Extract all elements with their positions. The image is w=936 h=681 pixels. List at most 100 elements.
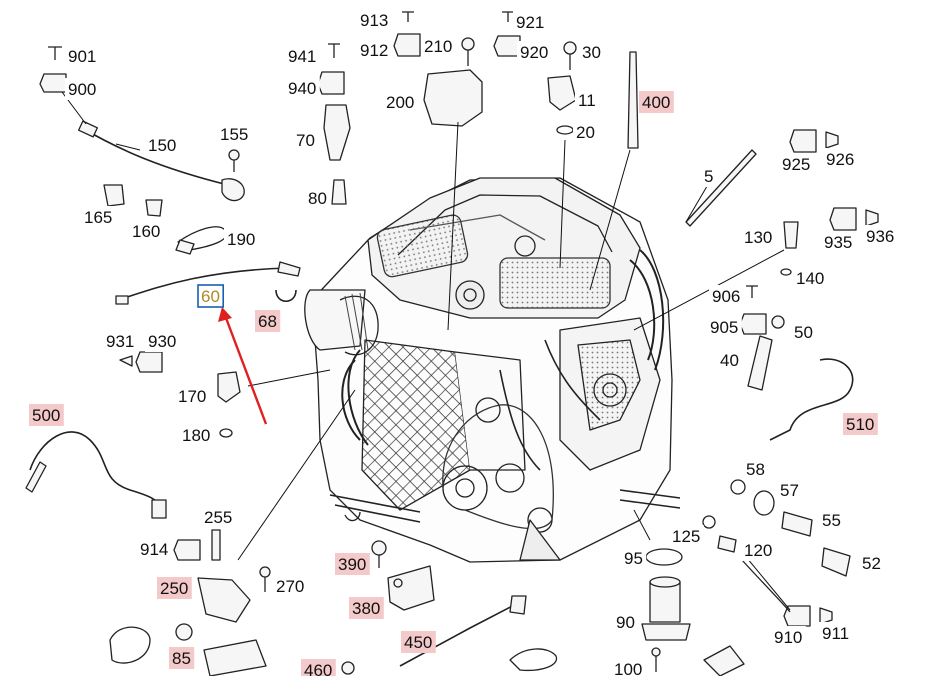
callout-box-160[interactable] (129, 220, 164, 242)
callout-box-914[interactable] (137, 538, 172, 560)
callout-label-911[interactable]: 911 (822, 624, 849, 643)
callout-label-52[interactable]: 52 (862, 554, 881, 573)
callout-label-40[interactable]: 40 (720, 351, 739, 370)
callout-box-925[interactable] (779, 153, 814, 175)
callout-label-70[interactable]: 70 (296, 131, 315, 150)
callout-box-52[interactable] (859, 552, 885, 574)
callout-label-210[interactable]: 210 (424, 37, 452, 56)
callout-label-930[interactable]: 930 (148, 332, 176, 351)
callout-label-926[interactable]: 926 (826, 150, 854, 169)
callout-box-500[interactable] (29, 404, 64, 426)
callout-label-170[interactable]: 170 (178, 387, 206, 406)
callout-label-95[interactable]: 95 (624, 549, 643, 568)
callout-box-20[interactable] (573, 121, 599, 143)
callout-label-68[interactable]: 68 (258, 312, 277, 331)
callout-box-150[interactable] (145, 134, 180, 156)
callout-box-926[interactable] (823, 148, 858, 170)
callout-label-20[interactable]: 20 (576, 123, 595, 142)
callout-box-935[interactable] (821, 231, 856, 253)
callout-box-11[interactable] (575, 89, 601, 111)
callout-box-60[interactable] (197, 284, 225, 308)
callout-box-510[interactable] (843, 413, 878, 435)
callout-label-255[interactable]: 255 (204, 508, 232, 527)
callout-box-270[interactable] (273, 575, 308, 597)
callout-label-125[interactable]: 125 (672, 527, 700, 546)
callout-box-901[interactable] (65, 45, 100, 67)
callout-label-901[interactable]: 901 (68, 47, 96, 66)
callout-label-180[interactable]: 180 (182, 426, 210, 445)
callout-label-390[interactable]: 390 (338, 555, 366, 574)
callout-label-500[interactable]: 500 (32, 406, 60, 425)
callout-label-900[interactable]: 900 (68, 80, 96, 99)
callout-label-57[interactable]: 57 (780, 481, 799, 500)
callout-box-200[interactable] (383, 91, 418, 113)
callout-label-55[interactable]: 55 (822, 511, 841, 530)
callout-label-160[interactable]: 160 (132, 222, 160, 241)
callout-label-60[interactable]: 60 (201, 287, 220, 306)
callout-label-460[interactable]: 460 (304, 661, 332, 680)
callout-label-912[interactable]: 912 (360, 41, 388, 60)
callout-label-910[interactable]: 910 (774, 628, 802, 647)
callout-label-270[interactable]: 270 (276, 577, 304, 596)
callout-box-100[interactable] (611, 658, 646, 680)
callout-label-905[interactable]: 905 (710, 318, 738, 337)
callout-box-95[interactable] (621, 547, 647, 569)
callout-label-100[interactable]: 100 (614, 660, 642, 679)
callout-label-190[interactable]: 190 (227, 230, 255, 249)
callout-box-931[interactable] (103, 330, 138, 352)
callout-label-913[interactable]: 913 (360, 11, 388, 30)
callout-label-30[interactable]: 30 (582, 43, 601, 62)
callout-label-120[interactable]: 120 (744, 541, 772, 560)
callout-box-125[interactable] (669, 525, 704, 547)
callout-box-400[interactable] (639, 91, 674, 113)
callout-label-80[interactable]: 80 (308, 189, 327, 208)
callout-label-150[interactable]: 150 (148, 136, 176, 155)
callout-box-912[interactable] (357, 39, 392, 61)
callout-label-450[interactable]: 450 (404, 633, 432, 652)
callout-box-941[interactable] (285, 45, 320, 67)
callout-box-57[interactable] (777, 479, 803, 501)
callout-box-40[interactable] (717, 349, 743, 371)
callout-label-940[interactable]: 940 (288, 79, 316, 98)
callout-box-165[interactable] (81, 206, 116, 228)
callout-box-155[interactable] (217, 123, 252, 145)
callout-label-90[interactable]: 90 (616, 613, 635, 632)
callout-box-70[interactable] (293, 129, 319, 151)
callout-box-911[interactable] (819, 622, 854, 644)
callout-label-85[interactable]: 85 (172, 649, 191, 668)
callout-box-50[interactable] (791, 321, 817, 343)
callout-label-510[interactable]: 510 (846, 415, 874, 434)
callout-box-936[interactable] (863, 225, 898, 247)
callout-box-55[interactable] (819, 509, 845, 531)
callout-box-920[interactable] (517, 41, 552, 63)
callout-box-940[interactable] (285, 77, 320, 99)
callout-label-11[interactable]: 11 (578, 91, 596, 110)
callout-box-900[interactable] (65, 78, 100, 100)
callout-label-250[interactable]: 250 (160, 579, 188, 598)
callout-label-906[interactable]: 906 (712, 287, 740, 306)
callout-box-930[interactable] (145, 330, 180, 352)
callout-label-380[interactable]: 380 (352, 599, 380, 618)
callout-box-913[interactable] (357, 9, 392, 31)
callout-label-400[interactable]: 400 (642, 93, 670, 112)
callout-label-921[interactable]: 921 (516, 13, 544, 32)
callout-label-200[interactable]: 200 (386, 93, 414, 112)
callout-box-380[interactable] (349, 597, 384, 619)
callout-label-914[interactable]: 914 (140, 540, 168, 559)
callout-label-920[interactable]: 920 (520, 43, 548, 62)
callout-label-936[interactable]: 936 (866, 227, 894, 246)
callout-label-941[interactable]: 941 (288, 47, 316, 66)
callout-box-905[interactable] (707, 316, 742, 338)
callout-label-155[interactable]: 155 (220, 125, 248, 144)
callout-box-68[interactable] (255, 310, 281, 332)
callout-label-50[interactable]: 50 (794, 323, 813, 342)
callout-box-390[interactable] (335, 553, 370, 575)
callout-box-450[interactable] (401, 631, 436, 653)
callout-box-190[interactable] (224, 228, 259, 250)
callout-box-921[interactable] (513, 11, 548, 33)
callout-label-165[interactable]: 165 (84, 208, 112, 227)
callout-label-58[interactable]: 58 (746, 460, 765, 479)
callout-box-910[interactable] (771, 626, 806, 648)
callout-box-130[interactable] (741, 226, 776, 248)
callout-box-58[interactable] (743, 458, 769, 480)
